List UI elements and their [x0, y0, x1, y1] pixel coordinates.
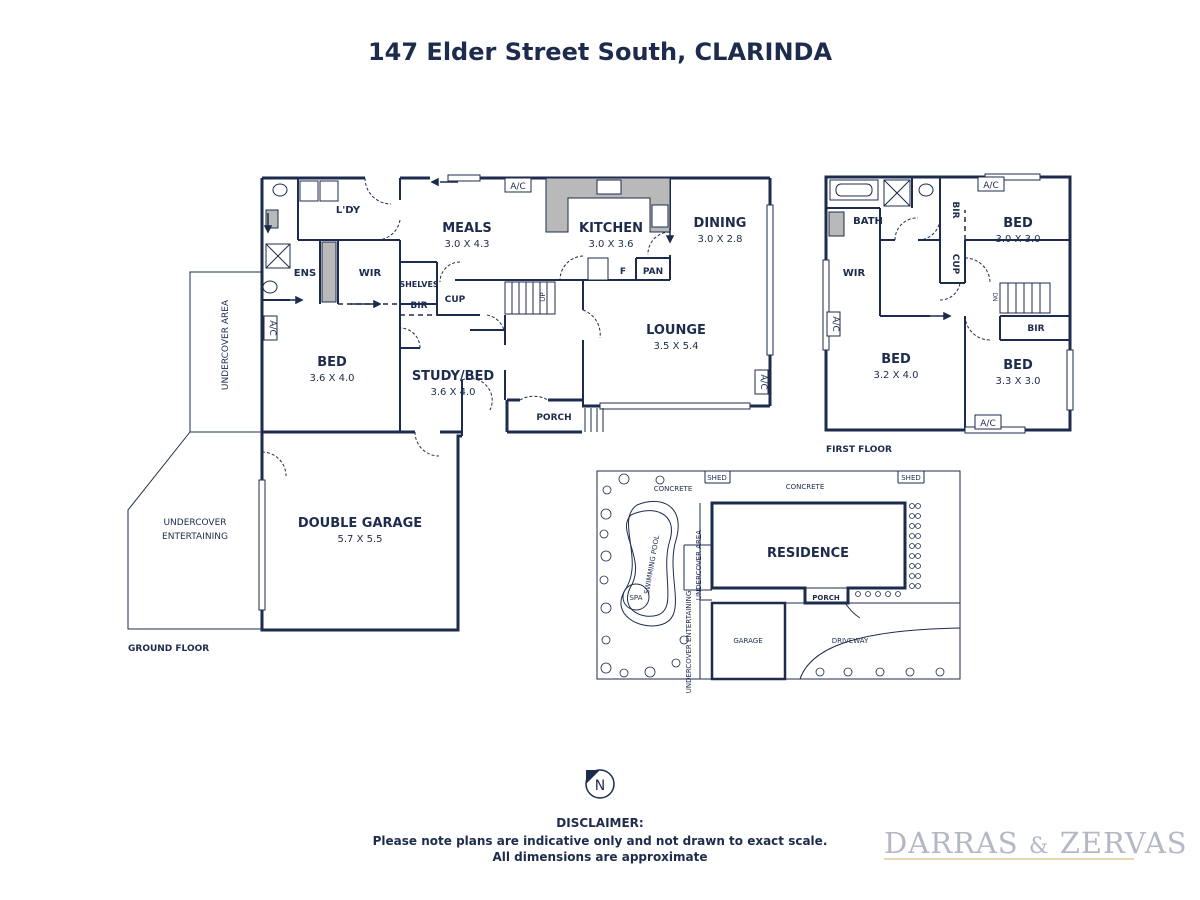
room-dining: DINING — [694, 216, 747, 231]
ac-label-meals: A/C — [510, 182, 525, 192]
room-bed-ground: BED — [317, 355, 347, 370]
room-ensuite: ENS — [294, 268, 316, 279]
room-dining-dim: 3.0 X 2.8 — [697, 234, 742, 245]
stairs-down-label: DN — [991, 292, 998, 301]
room-wir-ground: WIR — [359, 268, 382, 279]
room-cup-first: CUP — [950, 254, 960, 275]
room-garage-dim: 5.7 X 5.5 — [337, 534, 382, 545]
room-lounge-dim: 3.5 X 5.4 — [653, 341, 698, 352]
disclaimer-heading: DISCLAIMER: — [556, 816, 644, 830]
room-wir-first: WIR — [843, 268, 866, 279]
ac-label-f2: A/C — [980, 419, 995, 429]
room-shelves: SHELVES — [399, 280, 439, 289]
room-meals-dim: 3.0 X 4.3 — [444, 239, 489, 250]
room-bed-f3-dim: 3.3 X 3.0 — [995, 376, 1040, 387]
undercover-area-label: UNDERCOVER AREA — [221, 299, 231, 390]
room-study: STUDY/BED — [412, 369, 495, 384]
room-porch: PORCH — [536, 413, 571, 423]
room-bath: BATH — [853, 216, 883, 227]
logo-right: ZERVAS — [1059, 826, 1188, 860]
stairs-up-label: UP — [539, 292, 547, 301]
logo-amp: & — [1028, 834, 1050, 859]
room-kitchen: KITCHEN — [579, 221, 643, 236]
page-title: 147 Elder Street South, CLARINDA — [367, 38, 833, 66]
room-bir-first-1: BIR — [950, 201, 960, 218]
room-bed-f3: BED — [1003, 358, 1033, 373]
room-bir-first-2: BIR — [1027, 324, 1044, 334]
ground-floor: A/C A/C A/C L'DY ENS WIR SHELVES BIR CUP… — [127, 174, 774, 654]
disclaimer-line2: All dimensions are approximate — [492, 850, 708, 864]
disclaimer-line1: Please note plans are indicative only an… — [372, 834, 828, 848]
site-porch: PORCH — [812, 594, 840, 602]
room-laundry: L'DY — [336, 205, 361, 216]
undercover-entertaining-label-2: ENTERTAINING — [162, 532, 228, 542]
room-bed-f2: BED — [881, 352, 911, 367]
room-bir-ground: BIR — [410, 301, 427, 311]
compass-label: N — [595, 778, 605, 794]
room-bed-f1: BED — [1003, 216, 1033, 231]
first-floor: A/C A/C A/C BATH WIR BIR CUP BIR DN BED … — [822, 173, 1074, 455]
agency-logo: DARRAS & ZERVAS — [884, 826, 1188, 860]
site-spa: SPA — [629, 594, 642, 602]
room-cup-ground: CUP — [445, 295, 466, 305]
site-residence: RESIDENCE — [767, 546, 849, 561]
site-concrete-1: CONCRETE — [654, 485, 693, 493]
logo-underline — [884, 858, 1134, 860]
ac-label-bed: A/C — [267, 320, 277, 335]
room-garage: DOUBLE GARAGE — [298, 516, 422, 531]
logo-left: DARRAS — [884, 826, 1019, 860]
site-concrete-2: CONCRETE — [786, 483, 825, 491]
first-floor-label: FIRST FLOOR — [826, 445, 892, 455]
compass-icon: N — [585, 769, 615, 799]
room-bed-f2-dim: 3.2 X 4.0 — [873, 370, 918, 381]
room-meals: MEALS — [442, 221, 492, 236]
site-shed-2: SHED — [901, 474, 921, 482]
ground-floor-label: GROUND FLOOR — [128, 644, 209, 654]
site-shed-1: SHED — [707, 474, 727, 482]
room-lounge: LOUNGE — [646, 323, 706, 338]
site-garage: GARAGE — [733, 637, 762, 645]
site-driveway: DRIVEWAY — [832, 637, 869, 645]
room-bed-f1-dim: 3.0 X 3.0 — [995, 234, 1040, 245]
ac-label-f1: A/C — [983, 181, 998, 191]
ac-label-lounge: A/C — [758, 374, 768, 389]
ac-label-f3: A/C — [830, 316, 840, 331]
room-bed-ground-dim: 3.6 X 4.0 — [309, 373, 354, 384]
site-pool: SWIMMING POOL — [643, 535, 661, 595]
room-kitchen-dim: 3.0 X 3.6 — [588, 239, 633, 250]
room-pantry: PAN — [643, 267, 663, 277]
site-undercover-entertaining: UNDERCOVER ENTERTAINING — [685, 591, 693, 694]
site-plan: CONCRETE CONCRETE SHED SHED SPA SWIMMING… — [596, 470, 961, 694]
room-study-dim: 3.6 X 4.0 — [430, 387, 475, 398]
room-fridge: F — [620, 267, 626, 277]
undercover-entertaining-label-1: UNDERCOVER — [163, 518, 226, 528]
site-undercover-area: UNDERCOVER AREA — [695, 530, 703, 600]
